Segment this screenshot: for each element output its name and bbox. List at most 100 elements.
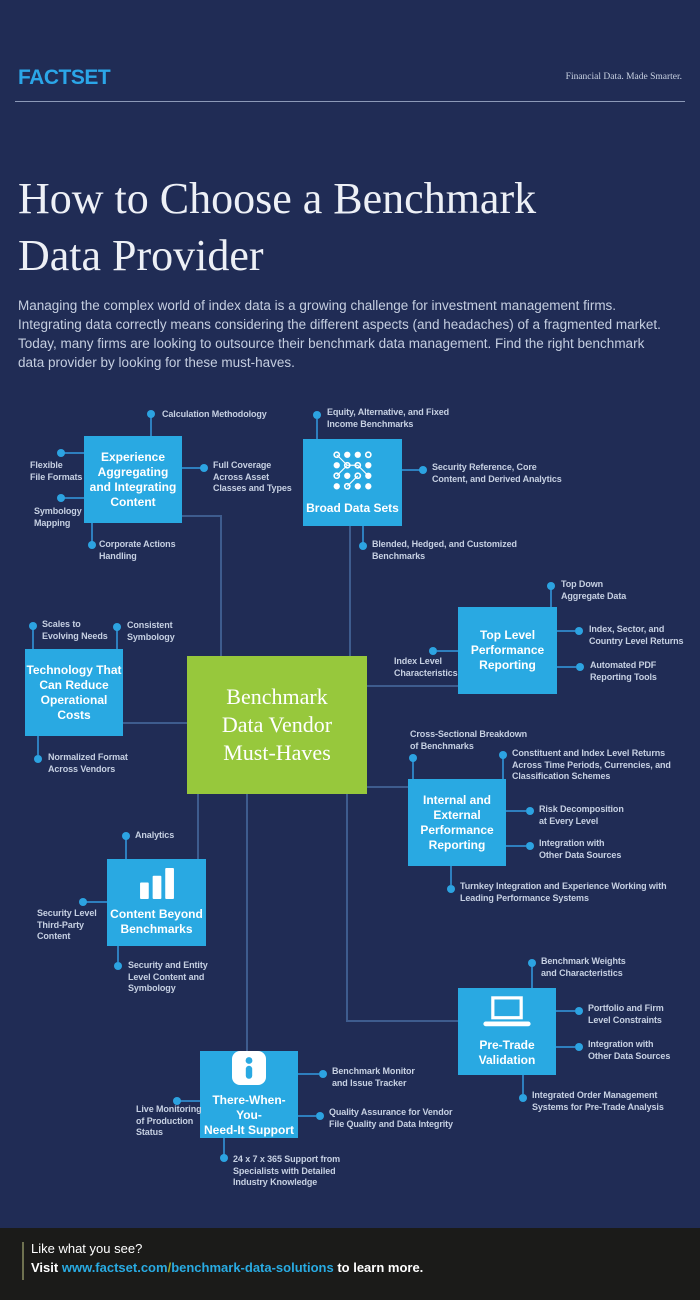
node-title: Pre-Trade Validation	[478, 1037, 536, 1067]
footer-visit: Visit	[31, 1260, 62, 1275]
label-integration-other-sources-2: Integration with Other Data Sources	[588, 1039, 671, 1061]
brand-tagline: Financial Data. Made Smarter.	[565, 72, 682, 82]
footer-url-main[interactable]: www.factset.com	[61, 1260, 168, 1275]
label-constituent-returns: Constituent and Index Level Returns Acro…	[512, 748, 671, 781]
connector-stub	[522, 1075, 524, 1094]
connector-dot	[519, 1094, 527, 1102]
footer: Like what you see? Visit www.factset.com…	[0, 1228, 700, 1300]
label-top-down-aggregate: Top Down Aggregate Data	[561, 579, 627, 601]
node-experience: Experience Aggregating and Integrating C…	[84, 436, 182, 523]
connector-stub	[502, 758, 504, 779]
laptop-icon	[483, 995, 531, 1026]
connector-dot	[57, 494, 65, 502]
connector-stub	[180, 1100, 200, 1102]
label-index-level-characteristics: Index Level Characteristics	[394, 656, 458, 678]
connector-dot	[526, 842, 534, 850]
connector-dot	[575, 627, 583, 635]
connector-stub	[506, 845, 526, 847]
connector-stub	[316, 419, 318, 439]
footer-text: Like what you see? Visit www.factset.com…	[31, 1239, 423, 1277]
connector-stub	[402, 469, 420, 471]
connector-stub	[86, 901, 107, 903]
connector-dot	[359, 542, 367, 550]
node-title: There-When-You- Need-It Support	[204, 1093, 294, 1137]
connector-stub	[223, 1138, 225, 1155]
connector-stub	[412, 761, 414, 779]
connector-line	[197, 794, 199, 859]
connector-dot	[409, 754, 417, 762]
label-benchmark-weights: Benchmark Weights and Characteristics	[541, 956, 626, 978]
footer-accent-bar	[22, 1242, 24, 1280]
connector-line	[123, 722, 187, 724]
info-icon	[232, 1051, 266, 1085]
footer-url-rest[interactable]: benchmark-data-solutions	[171, 1260, 334, 1275]
node-internal-external: Internal and External Performance Report…	[408, 779, 506, 866]
connector-stub	[437, 650, 458, 652]
connector-dot	[29, 622, 37, 630]
connector-dot	[200, 464, 208, 472]
node-content-beyond: Content Beyond Benchmarks	[107, 859, 206, 946]
label-normalized-format: Normalized Format Across Vendors	[48, 752, 128, 774]
label-automated-pdf: Automated PDF Reporting Tools	[590, 660, 657, 682]
dot-network-icon	[332, 451, 372, 490]
node-broad-data-sets: Broad Data Sets	[303, 439, 402, 526]
connector-line	[367, 685, 458, 687]
connector-stub	[557, 666, 576, 668]
label-blended-benchmarks: Blended, Hedged, and Customized Benchmar…	[372, 539, 517, 561]
connector-line	[220, 515, 222, 656]
connector-stub	[556, 1046, 575, 1048]
label-flexible-file-formats: Flexible File Formats	[30, 460, 83, 482]
label-consistent-symbology: Consistent Symbology	[127, 620, 175, 642]
connector-dot	[173, 1097, 181, 1105]
connector-line	[246, 794, 248, 1051]
label-benchmark-monitor: Benchmark Monitor and Issue Tracker	[332, 1066, 415, 1088]
connector-stub	[362, 526, 364, 543]
label-integration-other-sources-1: Integration with Other Data Sources	[539, 838, 622, 860]
bar-chart-icon	[139, 868, 174, 899]
label-security-entity-symbology: Security and Entity Level Content and Sy…	[128, 960, 208, 993]
label-risk-decomposition: Risk Decomposition at Every Level	[539, 804, 624, 826]
connector-stub	[556, 1010, 575, 1012]
connector-dot	[419, 466, 427, 474]
connector-stub	[450, 866, 452, 885]
connector-stub	[125, 839, 127, 859]
connector-line	[346, 1020, 458, 1022]
label-live-monitoring: Live Monitoring of Production Status	[136, 1104, 202, 1137]
connector-stub	[37, 736, 39, 755]
connector-dot	[316, 1112, 324, 1120]
connector-dot	[313, 411, 321, 419]
label-security-level-third-party: Security Level Third-Party Content	[37, 908, 97, 941]
label-symbology-mapping: Symbology Mapping	[34, 506, 82, 528]
connector-dot	[575, 1043, 583, 1051]
footer-line1: Like what you see?	[31, 1241, 143, 1256]
connector-dot	[526, 807, 534, 815]
connector-dot	[576, 663, 584, 671]
connector-stub	[150, 417, 152, 436]
connector-stub	[531, 966, 533, 988]
page-title: How to Choose a Benchmark Data Provider	[18, 174, 537, 280]
label-full-coverage: Full Coverage Across Asset Classes and T…	[213, 460, 292, 493]
label-turnkey-integration: Turnkey Integration and Experience Worki…	[460, 881, 667, 903]
connector-stub	[117, 946, 119, 962]
connector-stub	[32, 629, 34, 649]
connector-line	[367, 786, 408, 788]
label-integrated-order-mgmt: Integrated Order Management Systems for …	[532, 1090, 664, 1112]
label-calculation-methodology: Calculation Methodology	[162, 409, 267, 419]
label-corporate-actions: Corporate Actions Handling	[99, 539, 176, 561]
label-index-sector-returns: Index, Sector, and Country Level Returns	[589, 624, 684, 646]
connector-dot	[319, 1070, 327, 1078]
footer-url-slash[interactable]: /	[167, 1260, 172, 1275]
connector-dot	[447, 885, 455, 893]
connector-dot	[34, 755, 42, 763]
node-support: There-When-You- Need-It Support	[200, 1051, 298, 1138]
footer-link[interactable]: www.factset.com/benchmark-data-solutions	[62, 1260, 334, 1275]
center-node-benchmark-must-haves: Benchmark Data Vendor Must-Haves	[187, 656, 367, 794]
connector-stub	[557, 630, 575, 632]
label-cross-sectional: Cross-Sectional Breakdown of Benchmarks	[410, 729, 528, 751]
connector-dot	[547, 582, 555, 590]
connector-dot	[88, 541, 96, 549]
label-analytics: Analytics	[135, 830, 175, 840]
connector-dot	[113, 623, 121, 631]
connector-stub	[64, 497, 84, 499]
